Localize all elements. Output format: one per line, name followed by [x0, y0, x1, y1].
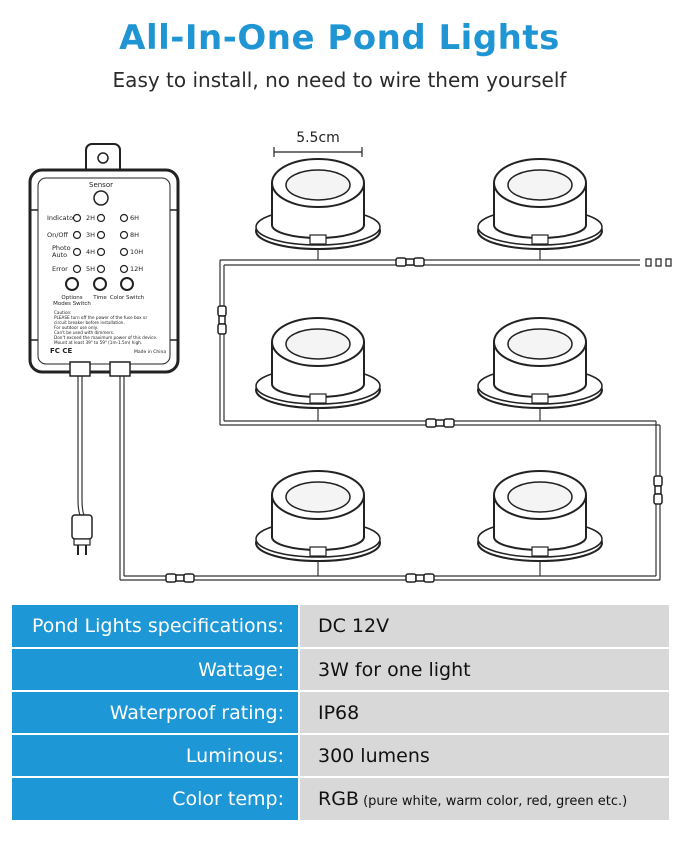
- pond-light-2: [477, 158, 603, 250]
- spec-row: Pond Lights specifications: DC 12V: [12, 605, 669, 648]
- time-button-label: Time: [92, 295, 107, 301]
- spec-row: Wattage: 3W for one light: [12, 647, 669, 691]
- spec-key: Waterproof rating:: [12, 690, 300, 734]
- connector: [653, 475, 663, 505]
- photo-auto-label: Photo: [52, 244, 71, 252]
- caution-line: Can't be used with dimmers.: [54, 330, 114, 335]
- caution-line: Mount at least 39" to 59" (1m-1.5m) high…: [54, 340, 142, 345]
- end-cap-icon: [645, 258, 672, 267]
- spec-value: RGB (pure white, warm color, red, green …: [299, 776, 669, 820]
- spec-value: 300 lumens: [299, 733, 669, 777]
- wiring-diagram: 5.5cm Sensor Indicator On/Off Photo Auto…: [28, 130, 672, 583]
- dimension-label: 5.5cm: [296, 130, 340, 146]
- spec-key: Color temp:: [12, 776, 300, 820]
- connector: [425, 418, 455, 428]
- spec-key: Pond Lights specifications:: [12, 605, 300, 648]
- time-8h: 8H: [130, 231, 139, 239]
- pond-light-5: [255, 470, 381, 562]
- pond-light-6: [477, 470, 603, 562]
- caution-line: Don't exceed the maximum power of this d…: [54, 335, 157, 340]
- pond-light-1: [255, 158, 381, 250]
- connector: [165, 573, 195, 583]
- made-in-label: Made in China: [134, 349, 166, 355]
- time-4h: 4H: [86, 248, 95, 256]
- time-2h: 2H: [86, 214, 95, 222]
- time-button[interactable]: [93, 277, 107, 291]
- connector: [395, 257, 425, 267]
- caution-line: For outdoor use only.: [54, 325, 98, 330]
- spec-row: Luminous: 300 lumens: [12, 733, 669, 777]
- sensor-label: Sensor: [89, 181, 113, 189]
- certification-marks: FC CE: [50, 347, 72, 355]
- caution-title: Caution:: [54, 310, 72, 315]
- time-3h: 3H: [86, 231, 95, 239]
- options-mode-button[interactable]: [65, 277, 79, 291]
- time-12h: 12H: [130, 265, 143, 273]
- sensor-icon: [93, 190, 109, 206]
- pond-light-4: [477, 317, 603, 409]
- connector: [405, 573, 435, 583]
- spec-key: Luminous:: [12, 733, 300, 777]
- dimension-marker: [273, 147, 363, 157]
- specifications-table: Pond Lights specifications: DC 12V Watta…: [12, 605, 669, 820]
- photo-auto-label: Auto: [52, 251, 67, 259]
- options-button-label: Options: [61, 295, 82, 301]
- power-plug-icon: [71, 514, 93, 555]
- error-label: Error: [52, 265, 68, 273]
- spec-value: IP68: [299, 690, 669, 734]
- time-10h: 10H: [130, 248, 143, 256]
- indicator-label: Indicator: [47, 214, 76, 222]
- page-title: All-In-One Pond Lights: [119, 18, 560, 58]
- spec-value: 3W for one light: [299, 647, 669, 691]
- indicator-leds: [72, 213, 129, 274]
- time-6h: 6H: [130, 214, 139, 222]
- pond-light-3: [255, 317, 381, 409]
- page-subtitle: Easy to install, no need to wire them yo…: [112, 68, 567, 92]
- options-button-label: Modes Switch: [53, 301, 91, 307]
- caution-line: PLEASE turn off the power of the fuse bo…: [54, 315, 147, 320]
- spec-note: (pure white, warm color, red, green etc.…: [358, 794, 628, 809]
- onoff-label: On/Off: [47, 231, 69, 239]
- spec-value: DC 12V: [299, 605, 669, 648]
- spec-key: Wattage:: [12, 647, 300, 691]
- color-switch-button[interactable]: [120, 277, 134, 291]
- connector: [217, 305, 227, 335]
- caution-line: circuit breaker before installation.: [54, 320, 125, 325]
- spec-row: Color temp: RGB (pure white, warm color,…: [12, 776, 669, 820]
- time-5h: 5H: [86, 265, 95, 273]
- color-button-label: Color Switch: [110, 295, 145, 301]
- spec-row: Waterproof rating: IP68: [12, 690, 669, 734]
